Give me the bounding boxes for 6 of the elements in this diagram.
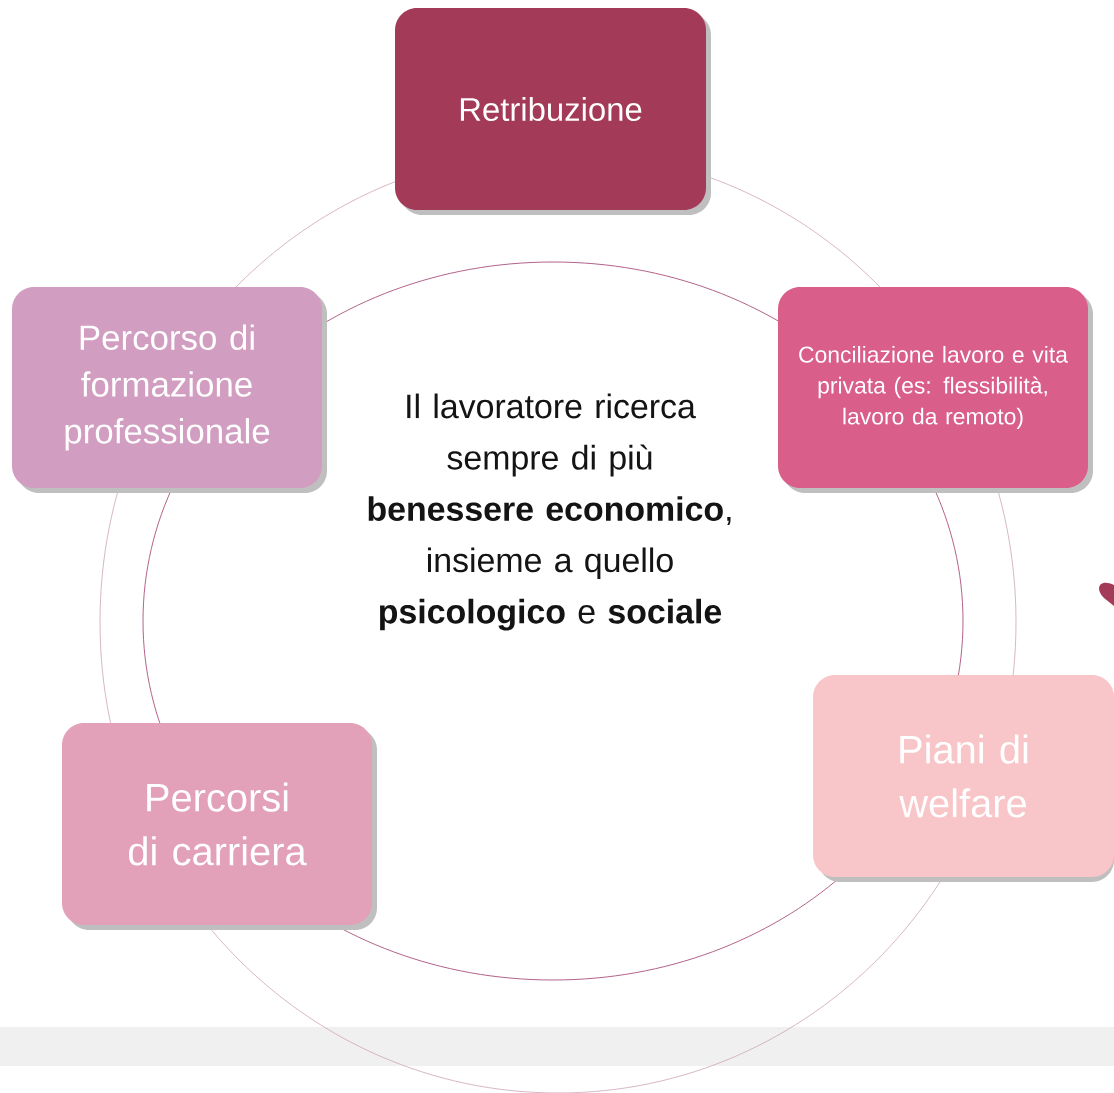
process-box: Piani di welfare: [813, 675, 1114, 882]
process-box: Conciliazione lavoro e vita privata (es: flessibilità, lavoro da remoto): [778, 287, 1093, 493]
process-box: Percorso di formazione professionale: [12, 287, 327, 493]
process-box: Percorsi di carriera: [62, 723, 377, 930]
process-box: Retribuzione: [395, 8, 711, 215]
center-text: Il lavoratore ricerca sempre di più benessere economico, insieme a quello psicologico e sociale: [368, 393, 731, 631]
